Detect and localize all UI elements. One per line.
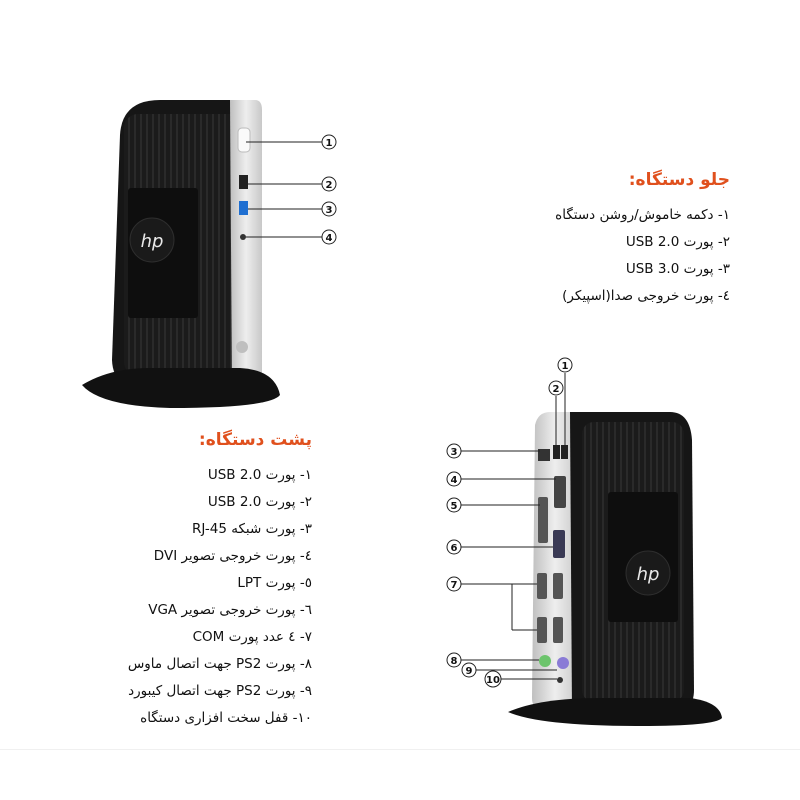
back-callout-6: 6 [451,543,458,554]
svg-text:hp: hp [637,564,660,585]
back-callout-9: 9 [466,666,473,677]
front-item-2: ٢- پورت USB 2.0 [625,234,730,250]
lock-slot [557,677,563,683]
hp-logo-icon: hp [625,550,671,596]
com-port-4 [553,617,563,643]
front-hp-badge [236,341,248,353]
hp-logo-icon: hp [129,217,175,263]
back-callout-10: 10 [486,675,500,686]
back-item-6: ٦- پورت خروجی تصویر VGA [148,602,312,618]
front-item-1: ١- دکمه خاموش/روشن دستگاه [555,207,730,223]
front-audio-port [240,234,246,240]
front-callout-1: 1 [326,138,333,149]
front-callout-4: 4 [326,233,333,244]
back-legend: پشت دستگاه: ١- پورت USB 2.0 ٢- پورت USB … [127,430,312,732]
com-port-2 [553,573,563,599]
back-callout-4: 4 [451,475,458,486]
ps2-keyboard-port [557,657,569,669]
back-usb-port-1 [561,445,568,459]
front-device [82,100,280,408]
vga-port [553,530,565,558]
back-callout-8: 8 [451,656,458,667]
front-usb2-port [239,175,248,189]
back-callout-7: 7 [451,580,458,591]
front-usb3-port [239,201,248,215]
back-item-4: ٤- پورت خروجی تصویر DVI [153,548,312,564]
back-callout-3: 3 [451,447,458,458]
back-callout-2: 2 [553,384,560,395]
back-item-7: ٧- ٤ عدد پورت COM [192,629,312,645]
back-item-9: ٩- پورت PS2 جهت اتصال کیبورد [128,683,312,699]
back-item-10: ١٠- قفل سخت افزاری دستگاه [140,710,312,726]
back-item-1: ١- پورت USB 2.0 [207,467,312,483]
back-heading: پشت دستگاه: [198,430,312,450]
front-ports [236,127,251,353]
lpt-port [538,497,548,543]
back-callout-1: 1 [562,361,569,372]
front-item-4: ٤- پورت خروجی صدا(اسپیکر) [562,288,730,304]
front-callout-3: 3 [326,205,333,216]
back-item-3: ٣- پورت شبکه RJ-45 [192,521,312,537]
com-port-1 [537,573,547,599]
svg-text:hp: hp [141,231,164,252]
back-usb-port-2 [553,445,560,459]
back-item-2: ٢- پورت USB 2.0 [207,494,312,510]
back-item-5: ٥- پورت LPT [237,575,312,591]
back-item-8: ٨- پورت PS2 جهت اتصال ماوس [127,656,312,672]
back-callouts: 1 2 3 4 5 6 7 8 9 10 [446,357,573,688]
back-callout-5: 5 [451,501,458,512]
front-heading: جلو دستگاه: [628,170,730,190]
com-port-3 [537,617,547,643]
divider [0,749,800,750]
rj45-port [538,449,550,461]
front-callouts: 1 2 3 4 [246,134,337,245]
front-item-3: ٣- پورت USB 3.0 [625,261,730,277]
front-legend: جلو دستگاه: ١- دکمه خاموش/روشن دستگاه ٢-… [555,170,730,310]
dvi-port [554,476,566,508]
power-button [237,127,251,153]
ps2-mouse-port [539,655,551,667]
back-ports [537,445,569,683]
front-callout-2: 2 [326,180,333,191]
